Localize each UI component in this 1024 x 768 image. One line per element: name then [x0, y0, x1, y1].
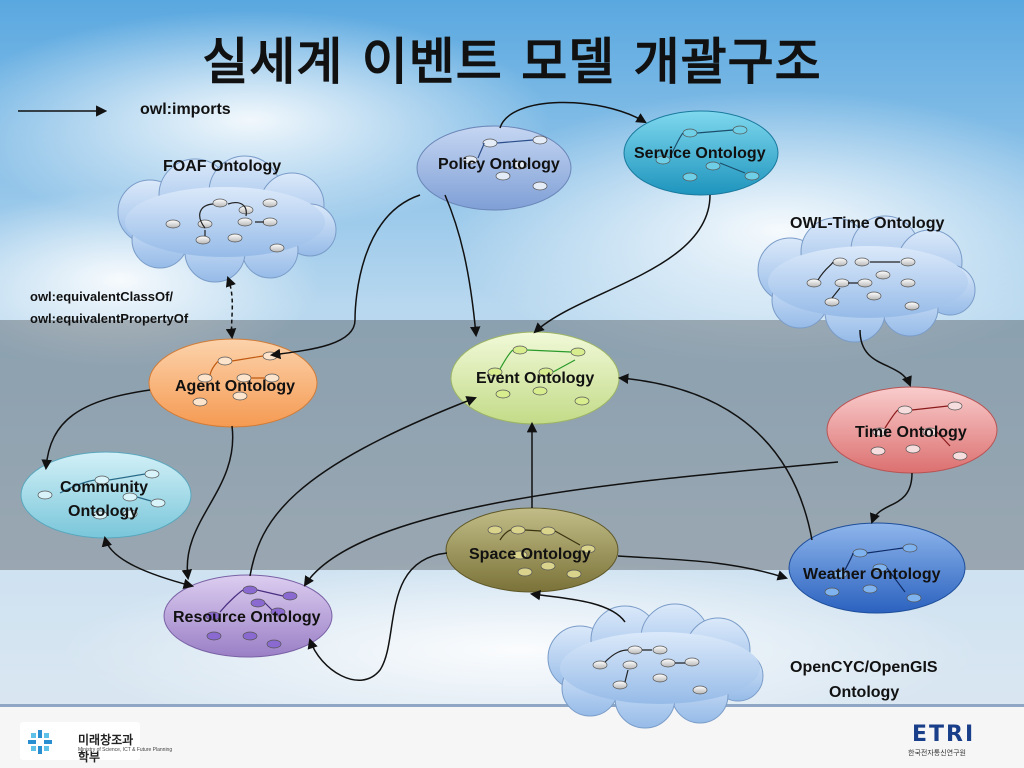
edge-policy-service [499, 101, 647, 129]
edge-resource-event [249, 396, 477, 577]
edge-policy-event [444, 194, 481, 338]
weather-node-label[interactable]: Weather Ontology [803, 566, 941, 583]
equivalence-label-line1: owl:equivalentClassOf/ [30, 289, 174, 304]
edge-community-resource [101, 535, 195, 589]
policy-node-shape [416, 125, 572, 211]
opencyc-caption-line2: Ontology [829, 684, 900, 701]
ministry-name: 미래창조과학부 [78, 733, 134, 764]
edge-time-resource [303, 461, 839, 587]
ministry-logo: 미래창조과학부 Ministry of Science, ICT & Futur… [20, 722, 172, 764]
etri-logo: ETRI [912, 722, 976, 747]
ministry-emblem-icon [28, 730, 52, 754]
edge-space-weather [617, 555, 788, 581]
opencyc-caption-line1: OpenCYC/OpenGIS [790, 659, 938, 676]
import-edges [41, 101, 913, 681]
edge-agent-community [41, 389, 151, 471]
ministry-subtitle: Ministry of Science, ICT & Future Planni… [78, 747, 173, 753]
inner-connectors [59, 129, 951, 683]
event-node-label[interactable]: Event Ontology [476, 370, 595, 387]
edge-space-resource [307, 552, 448, 681]
owl-time-caption: OWL-Time Ontology [790, 215, 945, 232]
edge-time-weather [869, 472, 913, 524]
mini-graph-decor [165, 198, 920, 695]
service-node-label[interactable]: Service Ontology [634, 145, 766, 162]
edge-policy-agent [269, 194, 421, 360]
legend-label: owl:imports [140, 101, 231, 118]
opencyc-cloud [547, 603, 764, 729]
space-node-label[interactable]: Space Ontology [469, 546, 591, 563]
resource-node-label[interactable]: Resource Ontology [173, 609, 321, 626]
edge-foaf-agent-equivalence [225, 276, 237, 340]
edge-agent-resource [181, 425, 234, 581]
page-title: 실세계 이벤트 모델 개괄구조 [202, 33, 822, 91]
etri-subtitle: 한국전자통신연구원 [908, 749, 966, 757]
edge-opencyc-space [529, 589, 626, 623]
foaf-caption: FOAF Ontology [163, 158, 282, 175]
edge-service-event [533, 194, 711, 334]
edge-weather-event [617, 373, 813, 541]
equivalence-label-line2: owl:equivalentPropertyOf [30, 311, 189, 326]
policy-node-label[interactable]: Policy Ontology [438, 156, 560, 173]
community-node-label-line2[interactable]: Ontology [68, 503, 139, 520]
time-node-label[interactable]: Time Ontology [855, 424, 967, 441]
community-node-label-line1[interactable]: Community [60, 479, 148, 496]
agent-node-label[interactable]: Agent Ontology [175, 378, 295, 395]
edge-owltime-time [859, 329, 912, 387]
